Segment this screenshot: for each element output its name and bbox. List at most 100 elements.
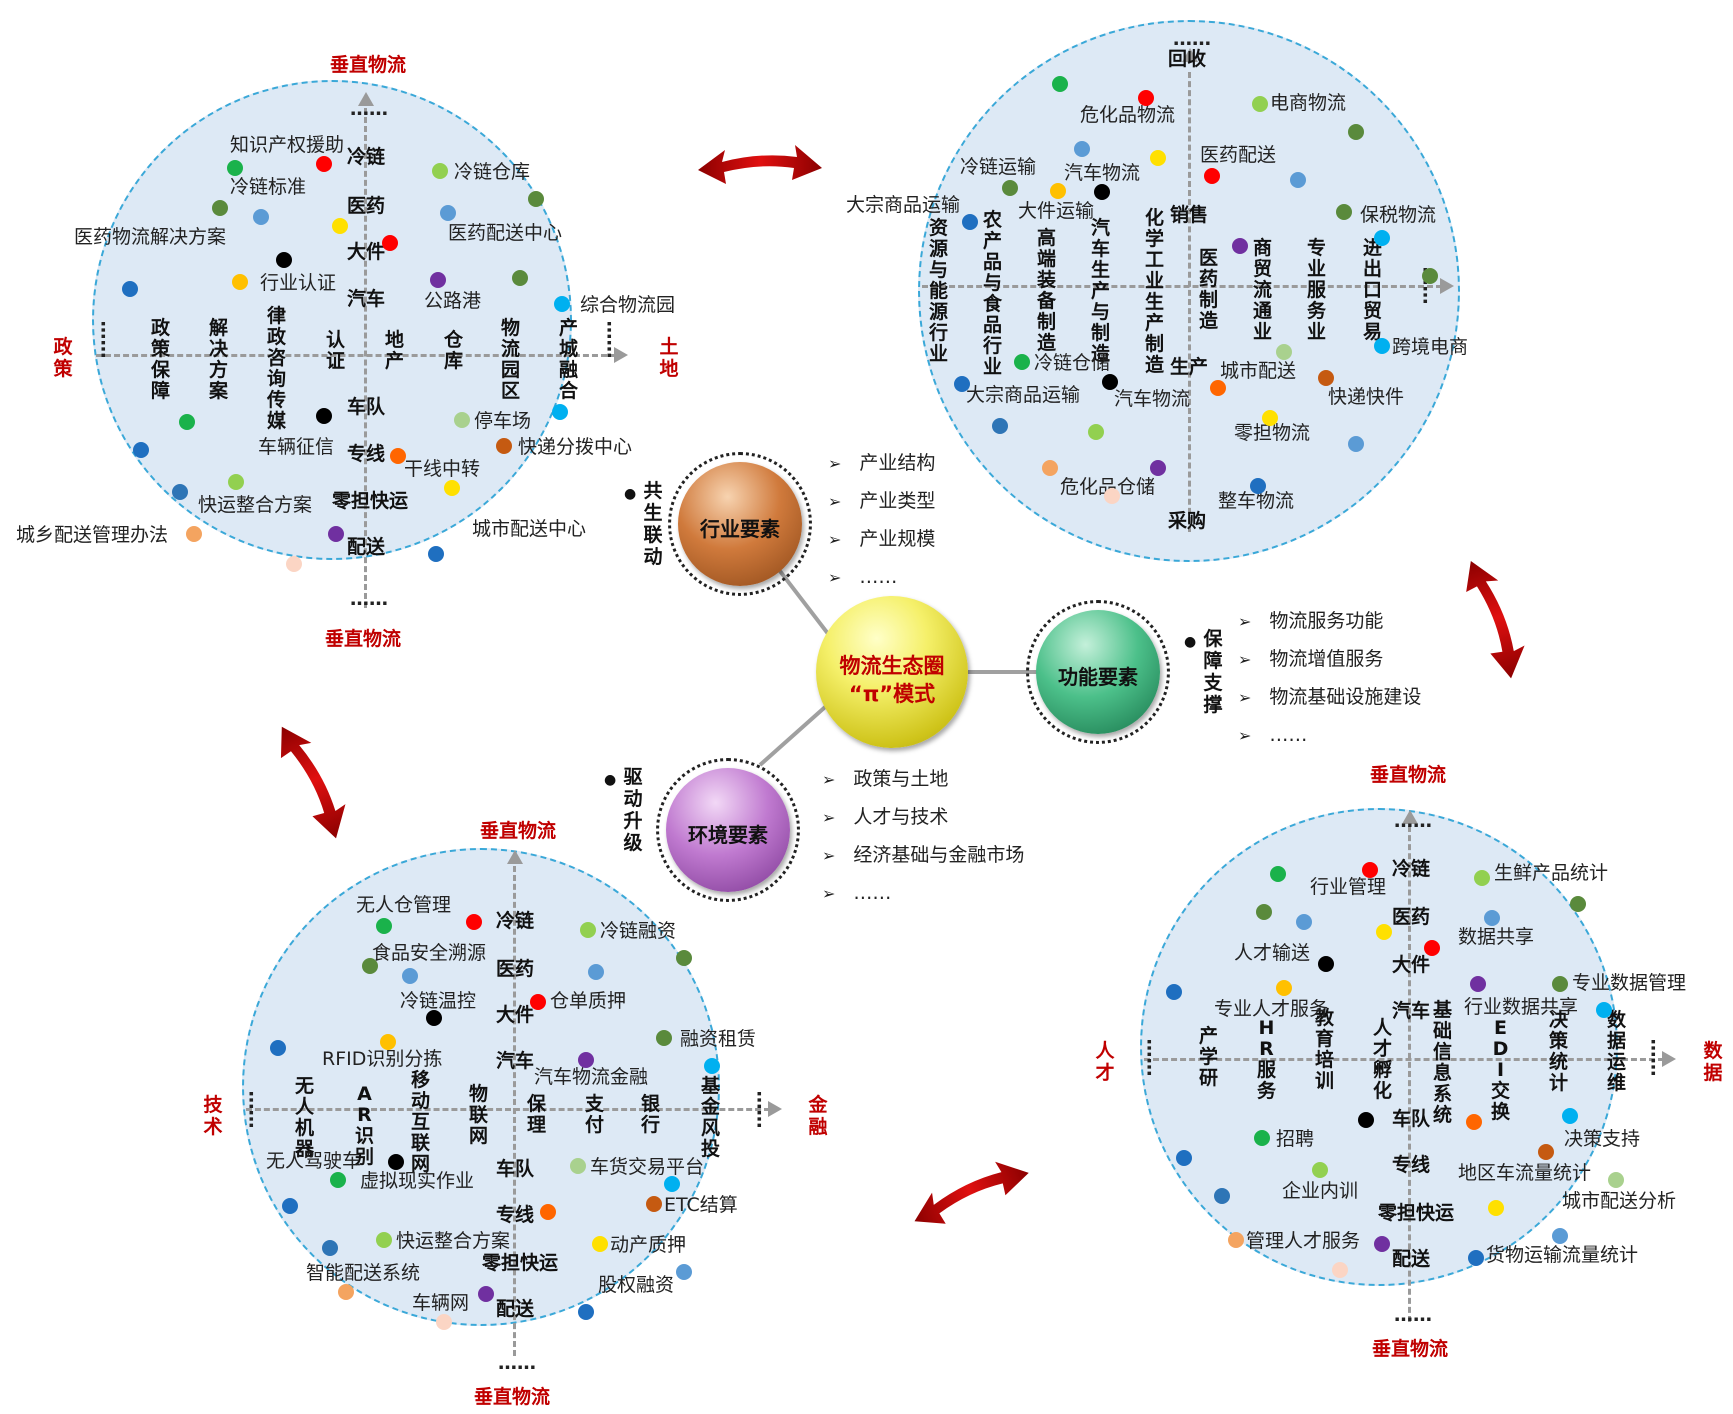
item-label: 股权融资 [598, 1274, 675, 1296]
tech-finance-circle [242, 848, 720, 1326]
marker-dot [1424, 940, 1440, 956]
tl-bottom-label: 垂直物流 [325, 628, 402, 650]
axis-category-label: 配送 [1392, 1248, 1431, 1270]
marker-dot [1052, 76, 1068, 92]
axis-arrow-icon [614, 347, 628, 363]
axis-category-label: 大件 [496, 1004, 535, 1026]
function-ball: 功能要素 [1036, 610, 1160, 734]
item-label: 医药物流解决方案 [74, 226, 227, 248]
axis-category-label: 配送 [496, 1298, 535, 1320]
marker-dot [1470, 976, 1486, 992]
item-label: 虚拟现实作业 [360, 1170, 475, 1192]
tl-vlabel: 配送 [347, 536, 386, 558]
column-label: 教育培训 [1314, 1007, 1334, 1092]
tr-col: 化学工业生产制造 [1144, 207, 1164, 376]
marker-dot [676, 1264, 692, 1280]
marker-dot [1102, 374, 1118, 390]
item-label: 城市配送中心 [472, 518, 587, 540]
list-item: ➢物流基础设施建设 [1238, 686, 1422, 708]
list-item: ➢人才与技术 [822, 806, 949, 828]
tr-buy: 采购 [1168, 510, 1207, 532]
item-label: 危化品物流 [1080, 104, 1176, 126]
item-label: 汽车物流金融 [534, 1066, 649, 1088]
marker-dot [496, 438, 512, 454]
item-label: 城市配送 [1220, 360, 1297, 382]
ellipsis: …… [1394, 1304, 1432, 1326]
double-arrow-bottom [914, 1161, 1029, 1224]
tl-col: 仓库 [443, 329, 463, 372]
marker-dot [432, 163, 448, 179]
axis-end-label: 数据 [1703, 1040, 1723, 1084]
marker-dot [1332, 1262, 1348, 1278]
marker-dot [228, 474, 244, 490]
axis-category-label: 车队 [1392, 1108, 1431, 1130]
marker-dot [316, 156, 332, 172]
tr-col: 医药制造 [1198, 247, 1218, 332]
tr-col: 专业服务业 [1306, 237, 1326, 343]
axis-arrow-icon [1402, 810, 1418, 824]
item-label: 冷链仓储 [1034, 352, 1111, 374]
list-item: ➢…… [1238, 724, 1308, 746]
item-label: RFID识别分拣 [322, 1048, 443, 1070]
industry-ball: 行业要素 [678, 462, 802, 586]
item-label: 人才输送 [1234, 942, 1311, 964]
marker-dot [578, 1304, 594, 1320]
marker-dot [316, 408, 332, 424]
marker-dot [276, 252, 292, 268]
item-label: 车货交易平台 [590, 1156, 705, 1178]
arrow-bullet-icon: ➢ [822, 846, 836, 865]
marker-dot [1348, 124, 1364, 140]
axis-arrow-icon [768, 1101, 782, 1117]
marker-dot [430, 272, 446, 288]
marker-dot [332, 218, 348, 234]
tl-col: 律政咨询传媒 [266, 305, 286, 432]
item-label: 企业内训 [1282, 1180, 1359, 1202]
item-label: 危化品仓储 [1060, 476, 1156, 498]
marker-dot [1336, 204, 1352, 220]
marker-dot [1374, 338, 1390, 354]
marker-dot [1138, 90, 1154, 106]
tl-vlabel: 大件 [347, 241, 386, 263]
marker-dot [1166, 984, 1182, 1000]
item-label: 公路港 [424, 290, 482, 312]
axis-line [364, 108, 367, 608]
item-label: 停车场 [474, 410, 532, 432]
item-label: 快运整合方案 [396, 1230, 511, 1252]
marker-dot [270, 1040, 286, 1056]
marker-dot [1254, 1130, 1270, 1146]
axis-arrow-icon [507, 850, 523, 864]
ellipsis: …… [96, 320, 119, 359]
ellipsis: …… [602, 320, 625, 359]
column-label: 决策统计 [1548, 1009, 1568, 1094]
item-label: 食品安全溯源 [372, 942, 487, 964]
marker-dot [1562, 1108, 1578, 1124]
tr-col: 农产品与食品行业 [982, 209, 1002, 378]
marker-dot [1538, 1144, 1554, 1160]
double-arrow-top [698, 145, 822, 184]
axis-category-label: 大件 [1392, 954, 1431, 976]
policy-land-circle [92, 80, 572, 560]
ellipsis: …… [752, 1090, 775, 1129]
marker-dot [186, 526, 202, 542]
bullet-icon: ● [624, 486, 637, 502]
item-label: 电商物流 [1270, 92, 1347, 114]
item-label: 车辆网 [412, 1292, 470, 1314]
marker-dot [1488, 1200, 1504, 1216]
axis-category-label: 车队 [496, 1158, 535, 1180]
marker-dot [578, 1052, 594, 1068]
marker-dot [1042, 460, 1058, 476]
tl-right-label: 土地 [659, 336, 679, 380]
double-arrow-right [1466, 561, 1525, 679]
column-label: AR识别 [354, 1083, 374, 1168]
arrow-bullet-icon: ➢ [1238, 688, 1252, 707]
marker-dot [436, 1314, 452, 1330]
marker-dot [1150, 460, 1166, 476]
marker-dot [1232, 238, 1248, 254]
item-label: 零担物流 [1234, 422, 1311, 444]
item-label: 冷链标准 [230, 176, 307, 198]
marker-dot [227, 160, 243, 176]
item-label: 融资租赁 [680, 1028, 757, 1050]
marker-dot [1014, 354, 1030, 370]
marker-dot [1252, 96, 1268, 112]
item-label: 冷链仓库 [454, 161, 531, 183]
